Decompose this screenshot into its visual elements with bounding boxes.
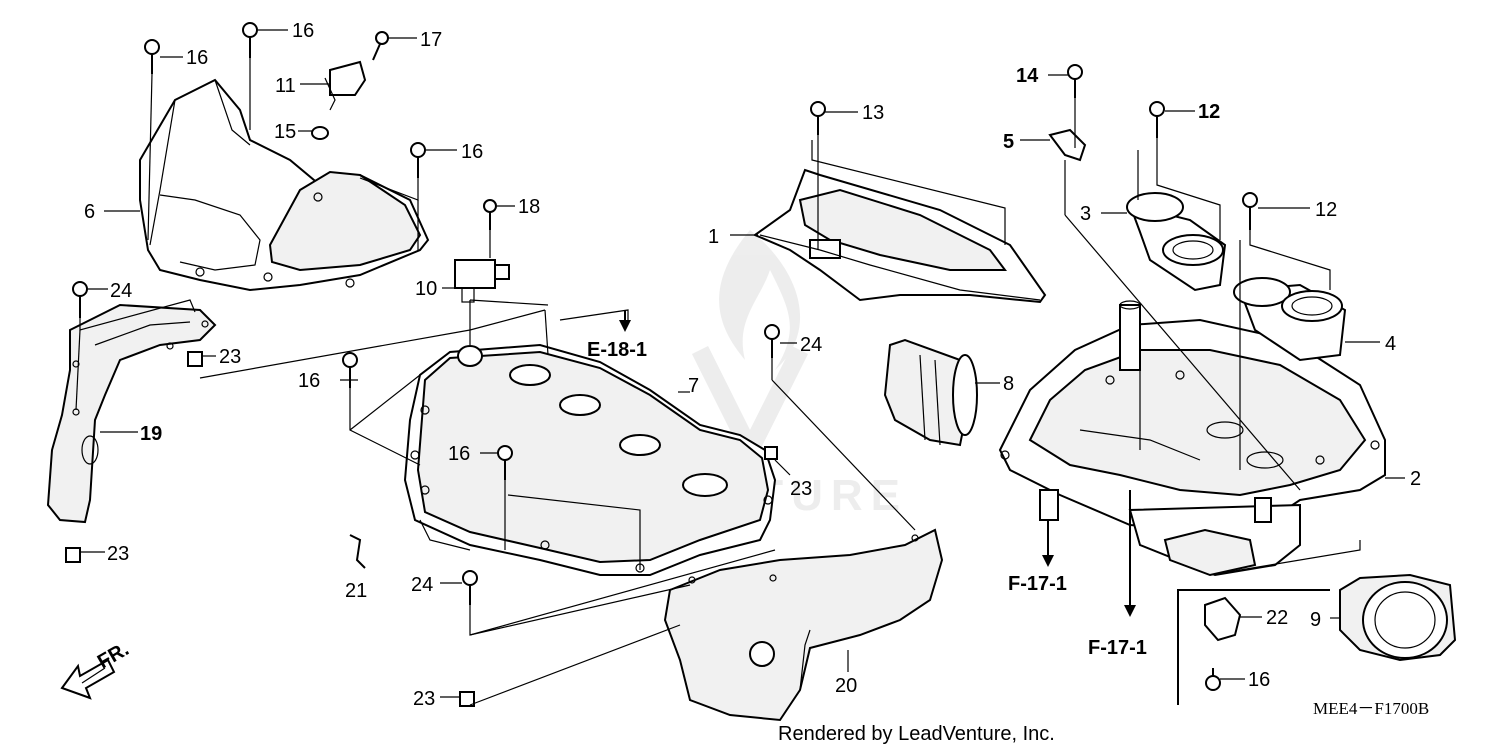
label-part-11: 11: [275, 75, 296, 97]
label-part-24a: 24: [110, 280, 132, 302]
label-part-12a: 12: [1198, 101, 1220, 123]
label-part-19: 19: [140, 423, 162, 445]
label-part-16f: 16: [1248, 669, 1270, 691]
label-part-14: 14: [1016, 65, 1039, 87]
part-9-air-duct: [1339, 573, 1457, 662]
front-direction-arrow: FR.: [60, 638, 133, 700]
label-part-8: 8: [1003, 373, 1014, 395]
part-1-top-cover: [752, 168, 1047, 304]
label-part-23d: 23: [413, 688, 435, 710]
leader-lines: [75, 29, 1405, 706]
label-part-15: 15: [274, 121, 296, 143]
part-20-lower-plate: [663, 528, 944, 722]
part-6-upper-cover: [139, 78, 430, 292]
label-part-23a: 23: [219, 346, 241, 368]
credit-text: Rendered by LeadVenture, Inc.: [778, 723, 1055, 745]
label-part-9: 9: [1310, 609, 1321, 631]
label-part-16e: 16: [448, 443, 470, 465]
part-11-valve: [324, 60, 367, 111]
part-8-duct: [883, 338, 978, 447]
part-labels: 1 2 3 4 5 6 7 8 9 10 11 12 12 13 14 15 1…: [84, 20, 1421, 710]
label-part-2: 2: [1410, 468, 1421, 490]
label-part-18: 18: [518, 196, 540, 218]
grommets-23: [65, 351, 778, 707]
label-part-17: 17: [420, 29, 442, 51]
part-5-clip: [1048, 128, 1087, 162]
label-part-7: 7: [688, 375, 699, 397]
label-part-1: 1: [708, 226, 719, 248]
label-part-12b: 12: [1315, 199, 1337, 221]
label-part-16b: 16: [292, 20, 314, 42]
ref-e-18-1: E-18-1: [587, 339, 647, 361]
label-part-13: 13: [862, 102, 884, 124]
label-part-23c: 23: [790, 478, 812, 500]
label-part-24b: 24: [800, 334, 822, 356]
part-19-left-bracket: [46, 303, 217, 524]
label-part-4: 4: [1385, 333, 1396, 355]
part-4-funnel: [1233, 277, 1347, 362]
label-part-20: 20: [835, 675, 857, 697]
label-part-21: 21: [345, 580, 367, 602]
label-part-3: 3: [1080, 203, 1091, 225]
part-15-oring: [311, 126, 329, 140]
label-part-24c: 24: [411, 574, 433, 596]
label-part-16a: 16: [186, 47, 208, 69]
label-part-10: 10: [415, 278, 437, 300]
part-3-funnel: [1126, 192, 1227, 292]
screws: [72, 22, 1258, 691]
ref-f-17-1-b: F-17-1: [1088, 637, 1147, 659]
part-21-clip: [349, 534, 366, 569]
label-part-22: 22: [1266, 607, 1288, 629]
label-part-23b: 23: [107, 543, 129, 565]
label-part-5: 5: [1003, 131, 1014, 153]
diagram-code: MEE4－F1700B: [1313, 699, 1429, 718]
label-part-16d: 16: [298, 370, 320, 392]
label-part-6: 6: [84, 201, 95, 223]
ref-f-17-1-a: F-17-1: [1008, 573, 1067, 595]
part-22-sensor: [1204, 596, 1242, 642]
label-part-16c: 16: [461, 141, 483, 163]
reference-labels: E-18-1 F-17-1 F-17-1: [587, 339, 1147, 659]
part-10-sensor: [454, 259, 510, 303]
